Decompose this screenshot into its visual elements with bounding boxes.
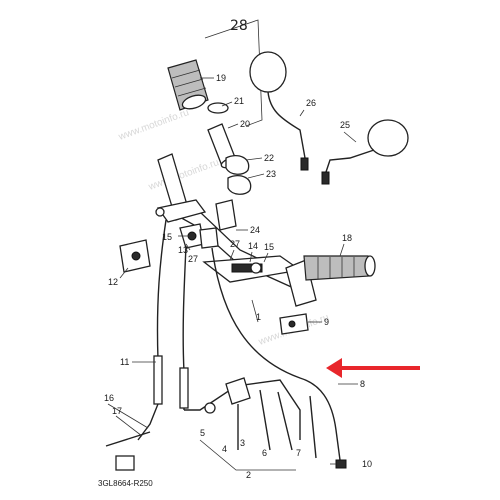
handlebar-switch-left (119, 239, 151, 273)
part-label: 3 (240, 438, 245, 448)
part-label: 10 (362, 459, 372, 469)
part-label: 24 (250, 225, 260, 235)
cable-sleeve (153, 355, 163, 405)
part-label: 21 (234, 96, 244, 106)
end-fitting-17 (115, 455, 135, 471)
part-label: 16 (104, 393, 114, 403)
part-label: 2 (246, 470, 251, 480)
highlight-arrow (326, 358, 420, 378)
part-label: 27 (188, 254, 198, 264)
diagram-reference-code: 3GL8664-R250 (98, 479, 153, 488)
end-fitting-10 (335, 459, 347, 469)
part-label: 13 (178, 245, 188, 255)
part-label: 20 (240, 119, 250, 129)
part-label: 9 (324, 317, 329, 327)
part-label: 4 (222, 444, 227, 454)
cable-junction (184, 379, 301, 440)
cable-junction-box (204, 377, 317, 459)
part-label: 6 (262, 448, 267, 458)
part-label: 17 (112, 406, 122, 416)
switch-housing-lower (227, 175, 252, 195)
part-label: 1 (256, 312, 261, 322)
part-label: 26 (306, 98, 316, 108)
part-label: 25 (340, 120, 350, 130)
part-label: 7 (296, 448, 301, 458)
part-label: 12 (108, 277, 118, 287)
arrow-head (326, 358, 342, 378)
leader-lines (107, 77, 358, 471)
clutch-lever-assembly (155, 199, 219, 249)
part-label: 27 (230, 239, 240, 249)
part-label: 15 (264, 242, 274, 252)
part-label: 11 (120, 357, 129, 367)
throttle-grip (167, 59, 209, 111)
watermark: www.motoinfo.ru (146, 157, 220, 193)
right-mirror (321, 119, 409, 185)
cable-11 (156, 219, 167, 404)
cable-11b (182, 245, 187, 410)
cable-8 (211, 247, 341, 461)
right-lever-assembly (202, 255, 317, 307)
part-label: 5 (200, 428, 205, 438)
page-number: 28 (230, 18, 248, 34)
part-label: 22 (264, 153, 274, 163)
cable-adjuster (279, 313, 309, 335)
part-label: 23 (266, 169, 276, 179)
cable-end-17 (105, 431, 151, 447)
part-label: 19 (216, 73, 226, 83)
part-label: 18 (342, 233, 352, 243)
part-label: 15 (162, 232, 172, 242)
cables (137, 219, 341, 461)
switch-housing-upper (225, 155, 250, 175)
part-label: 8 (360, 379, 365, 389)
part-label: 14 (248, 241, 258, 251)
watermark: www.motoinfo.ru (116, 107, 190, 143)
part-labels: 19 21 20 22 23 26 25 15 13 27 24 12 27 1… (104, 73, 372, 480)
left-mirror (249, 51, 309, 171)
clamp (215, 199, 237, 231)
right-grip (303, 255, 376, 281)
cable-sleeve (179, 367, 189, 409)
